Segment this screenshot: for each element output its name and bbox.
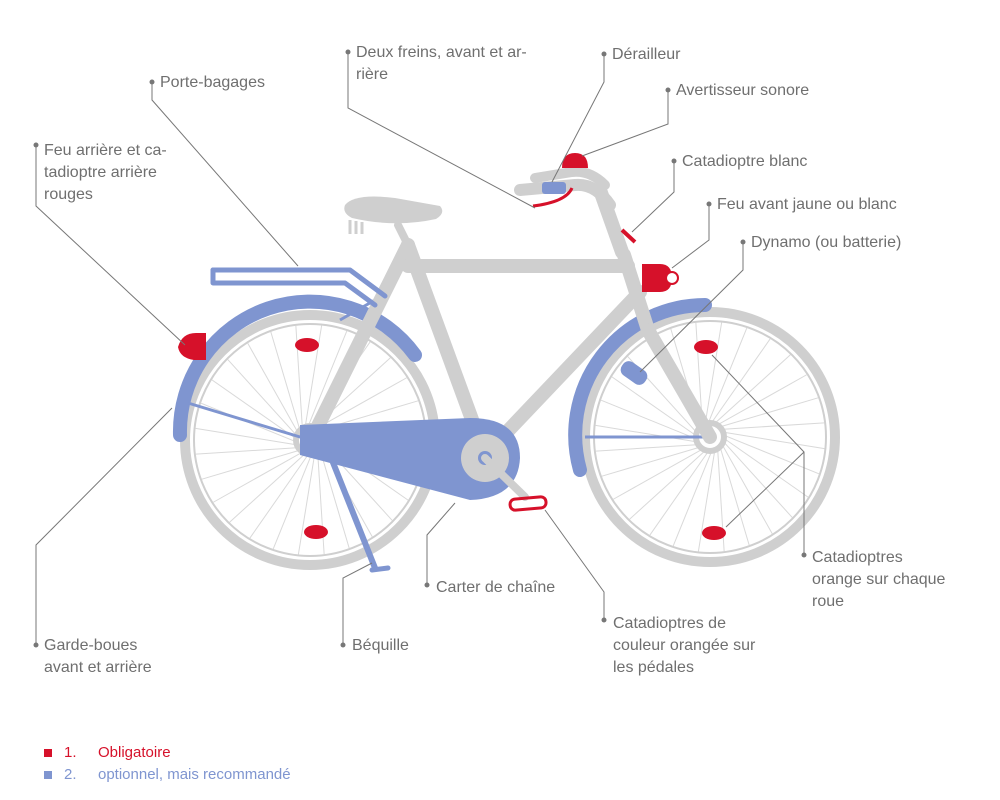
crank-arm: [481, 454, 529, 501]
front-wheel-reflector-top: [694, 340, 718, 354]
white-reflector: [620, 228, 637, 244]
spoke: [600, 399, 699, 441]
spoke: [314, 377, 407, 430]
front-light: [642, 264, 679, 292]
spoke: [721, 436, 809, 498]
spoke: [195, 427, 300, 446]
rear-wheel-reflector-top: [295, 338, 319, 352]
rear-wheel-reflector-bottom: [304, 525, 328, 539]
spoke: [211, 379, 299, 441]
front-wheel-reflector-bottom: [702, 526, 726, 540]
spoke: [697, 447, 716, 552]
label-garde-boues: Garde-boues avant et arrière: [44, 635, 152, 679]
brake-lever: [532, 187, 574, 208]
spoke: [595, 443, 701, 452]
seat-post: [394, 221, 412, 249]
label-catadioptres-roue-line-3: roue: [812, 593, 845, 610]
legend-swatch-red: [44, 749, 52, 757]
label-feu-arriere-line-2: tadioptre arrière: [44, 164, 157, 181]
label-garde-boues-line-2: avant et arrière: [44, 659, 152, 676]
label-deux-freins: Deux freins, avant et ar- rière: [356, 42, 527, 86]
spoke: [306, 330, 348, 429]
spoke: [318, 447, 350, 549]
handlebar: [514, 166, 616, 211]
label-dynamo: Dynamo (ou batterie): [751, 234, 902, 251]
label-catadioptre-blanc: Catadioptre blanc: [682, 153, 808, 170]
spoke: [195, 446, 301, 455]
label-catadioptres-roue: Catadioptres orange sur chaque roue: [812, 547, 945, 613]
spoke: [709, 338, 771, 426]
spoke: [721, 433, 820, 475]
chain-guard: [300, 418, 520, 500]
leader-lines: [35, 52, 805, 645]
pedal-reflector: [508, 495, 548, 512]
spoke: [706, 327, 748, 426]
rear-mudguard: [172, 294, 422, 442]
label-deux-freins-line-2: rière: [356, 66, 389, 83]
spoke: [721, 439, 793, 518]
spoke: [201, 448, 303, 480]
spoke: [719, 422, 825, 431]
spoke: [304, 325, 323, 430]
spoke: [704, 322, 723, 427]
spoke: [270, 331, 302, 433]
spoke: [720, 441, 773, 534]
spoke: [613, 447, 706, 500]
spoke: [247, 343, 300, 436]
saddle: [344, 196, 443, 234]
leader-dots: [33, 49, 807, 648]
spoke: [629, 448, 708, 520]
spoke: [714, 374, 807, 427]
spoke: [213, 450, 306, 503]
label-feu-arriere-line-1: Feu arrière et ca-: [44, 142, 167, 159]
rear-light: [178, 333, 206, 360]
spoke: [720, 431, 825, 450]
label-deux-freins-line-1: Deux freins, avant et ar-: [356, 44, 527, 61]
label-garde-boues-line-1: Garde-boues: [44, 637, 138, 654]
legend-text: Obligatoire: [98, 744, 171, 761]
spoke: [717, 397, 819, 429]
label-catadioptres-pedales: Catadioptres de couleur orangée sur les …: [613, 613, 755, 679]
label-feu-avant: Feu avant jaune ou blanc: [717, 196, 897, 213]
label-catadioptres-roue-line-2: orange sur chaque: [812, 571, 946, 588]
spoke: [601, 445, 703, 477]
label-feu-arriere: Feu arrière et ca- tadioptre arrière rou…: [44, 140, 167, 206]
label-catadioptres-pedales-line-1: Catadioptres de: [613, 615, 726, 632]
kickstand: [327, 452, 378, 571]
spoke: [272, 451, 314, 550]
spoke: [595, 424, 700, 443]
legend-number: 1.: [64, 744, 77, 761]
bell: [562, 153, 588, 168]
legend-swatch-blue: [44, 771, 52, 779]
label-carter: Carter de chaîne: [436, 579, 556, 596]
rear-rack: [210, 267, 388, 308]
spoke: [712, 354, 791, 426]
label-catadioptres-pedales-line-3: les pédales: [613, 659, 694, 676]
legend-number: 2.: [64, 766, 77, 783]
label-feu-arriere-line-3: rouges: [44, 186, 93, 203]
legend-text: optionnel, mais recommandé: [98, 766, 291, 783]
spoke: [229, 451, 308, 523]
front-mudguard: [568, 298, 712, 477]
spoke: [672, 448, 714, 547]
spoke: [297, 450, 316, 555]
spoke: [611, 376, 699, 438]
label-bequille: Béquille: [352, 637, 409, 654]
label-catadioptres-roue-line-1: Catadioptres: [812, 549, 903, 566]
spoke: [718, 444, 750, 546]
label-avertisseur: Avertisseur sonore: [676, 82, 810, 99]
spoke: [227, 359, 299, 438]
label-porte-bagages: Porte-bagages: [160, 74, 265, 91]
label-derailleur: Dérailleur: [612, 46, 681, 63]
spoke: [649, 448, 711, 536]
derailleur-shifter: [542, 182, 566, 194]
dynamo: [620, 361, 648, 385]
label-catadioptres-pedales-line-2: couleur orangée sur: [613, 637, 756, 654]
spoke: [249, 451, 311, 539]
